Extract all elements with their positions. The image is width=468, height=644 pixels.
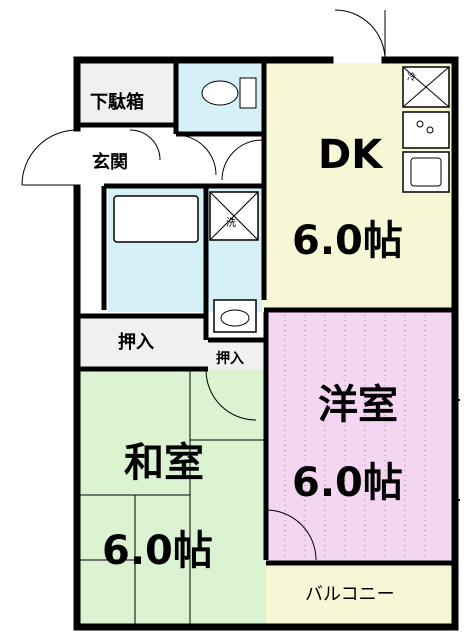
getabako-area — [80, 63, 176, 125]
interior-door-arcs — [129, 129, 317, 561]
inner-walls — [77, 60, 452, 566]
bathtub — [113, 195, 199, 243]
top-door — [334, 9, 386, 61]
tatami-lines — [80, 369, 266, 624]
yoshitsu-size-label: 6.0帖 — [292, 460, 403, 506]
oshiire-1-label: 押入 — [118, 332, 154, 353]
windows — [455, 399, 460, 501]
oshiire-2-label: 押入 — [216, 351, 244, 367]
dk-name-label: DK — [318, 132, 383, 178]
entrance-door — [21, 129, 78, 186]
washitsu-size-label: 6.0帖 — [102, 528, 213, 574]
washitsu-room — [80, 369, 266, 624]
closet-1 — [80, 318, 208, 368]
toilet — [201, 77, 257, 109]
getabako-label: 下駄箱 — [90, 92, 144, 113]
closet-2 — [208, 340, 266, 370]
outer-walls — [73, 56, 459, 631]
balcony-area — [266, 566, 452, 624]
genkan-label: 玄関 — [92, 152, 128, 173]
balcony-label: バルコニー — [305, 584, 395, 605]
refrigerator-label: 冷 — [407, 73, 417, 83]
wash-label: 洗 — [226, 218, 236, 229]
yoshitsu-room — [266, 311, 452, 563]
flooring-lines — [284, 315, 426, 560]
dk-size-label: 6.0帖 — [292, 218, 403, 264]
stove — [402, 111, 450, 149]
yoshitsu-name-label: 洋室 — [318, 382, 398, 428]
washitsu-name-label: 和室 — [124, 440, 204, 486]
